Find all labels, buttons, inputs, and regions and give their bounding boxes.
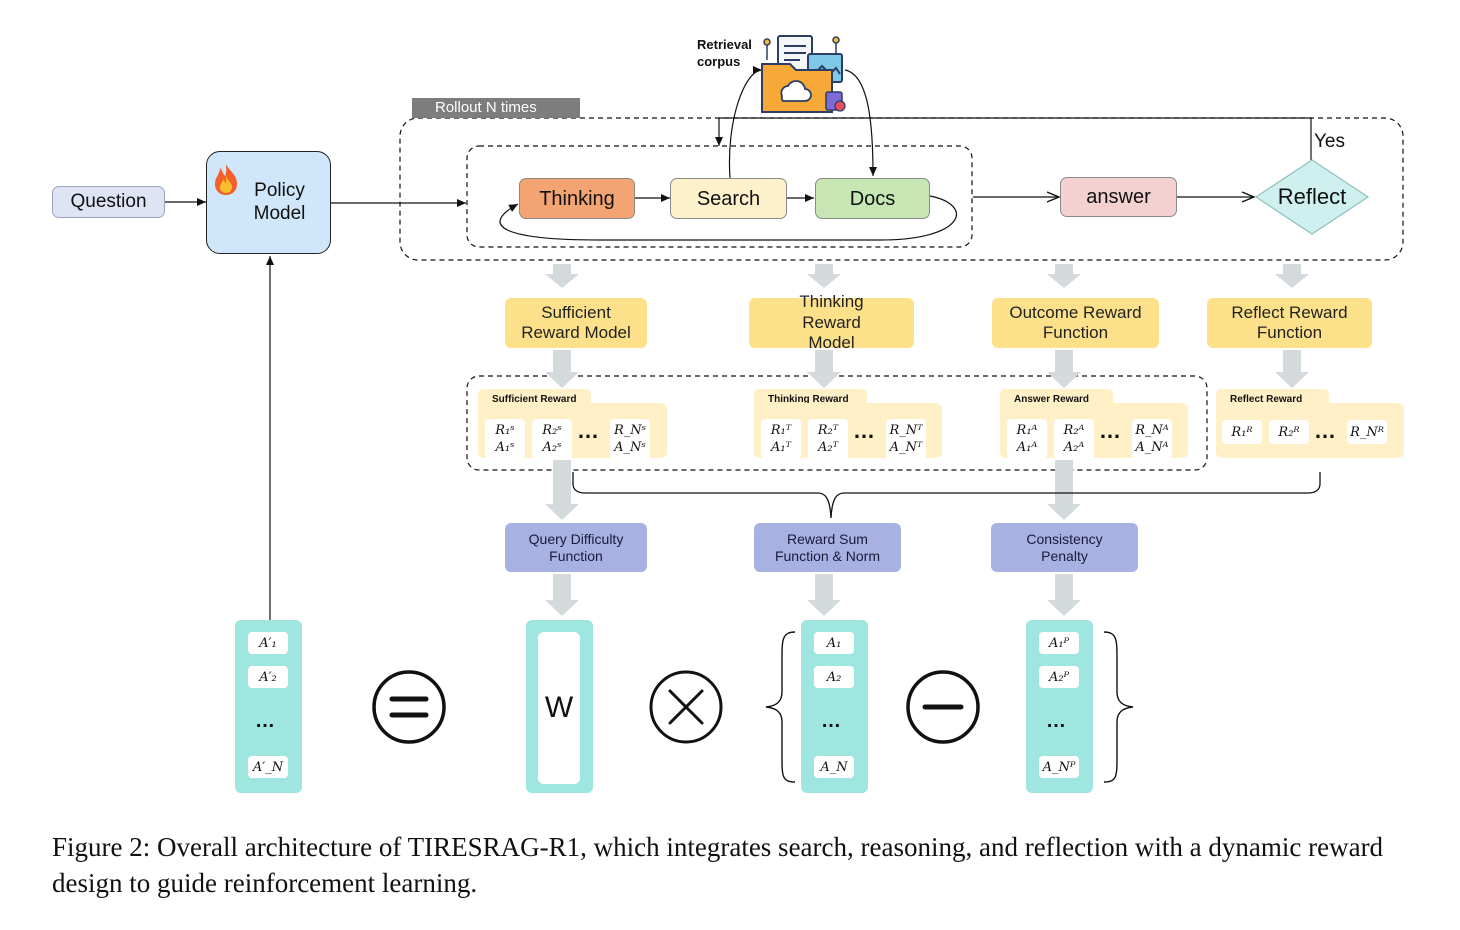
final-advantage-chip: A′₂ bbox=[248, 666, 288, 688]
rollout-frame bbox=[399, 117, 1404, 261]
retrieval-corpus-label: Retrieval corpus bbox=[697, 37, 752, 69]
reflect-diamond bbox=[1254, 159, 1370, 235]
question-node: Question bbox=[52, 186, 165, 218]
minus-symbol bbox=[906, 670, 980, 744]
ellipsis: … bbox=[255, 710, 275, 732]
fire-icon bbox=[211, 162, 241, 203]
reward-chip: R₂ᴿ bbox=[1269, 420, 1309, 444]
penalty-chip: A₁ᴾ bbox=[1039, 632, 1079, 654]
final-advantage-chip: A′₁ bbox=[248, 632, 288, 654]
retrieval-corpus-icon bbox=[761, 35, 846, 113]
thinking-node: Thinking bbox=[519, 178, 635, 219]
rollout-label: Rollout N times bbox=[412, 98, 580, 118]
equals-symbol bbox=[372, 670, 446, 744]
reward-chip: R_Nᴿ bbox=[1347, 420, 1387, 444]
figure-caption: Figure 2: Overall architecture of TIRESR… bbox=[52, 832, 1384, 898]
ellipsis: … bbox=[1314, 418, 1337, 443]
docs-node: Docs bbox=[815, 178, 930, 219]
advantage-chip: A₁ bbox=[814, 632, 854, 654]
penalty-chip: A_Nᴾ bbox=[1039, 756, 1079, 778]
thinking-reward-model: Thinking Reward Model bbox=[749, 292, 914, 352]
weight-box: W bbox=[538, 632, 580, 784]
advantage-chip: A₂ bbox=[814, 666, 854, 688]
penalty-chip: A₂ᴾ bbox=[1039, 666, 1079, 688]
multiply-symbol bbox=[649, 670, 723, 744]
reward-group-frame bbox=[466, 375, 1208, 471]
reward-sum-function: Reward Sum Function & Norm bbox=[754, 523, 901, 572]
outcome-reward-function: Outcome Reward Function bbox=[992, 298, 1159, 348]
reward-chip: R₁ᴿ bbox=[1222, 420, 1262, 444]
ellipsis: … bbox=[577, 418, 600, 443]
answer-node: answer bbox=[1060, 177, 1177, 217]
policy-model-label: Policy Model bbox=[253, 179, 306, 224]
ellipsis: … bbox=[853, 418, 876, 443]
ellipsis: … bbox=[821, 710, 841, 732]
yes-label: Yes bbox=[1314, 131, 1345, 152]
reflect-label: Reflect bbox=[1277, 183, 1347, 209]
advantage-chip: A_N bbox=[814, 756, 854, 778]
search-node: Search bbox=[670, 178, 787, 219]
sufficient-reward-model: Sufficient Reward Model bbox=[505, 298, 647, 348]
ellipsis: … bbox=[1046, 710, 1066, 732]
query-difficulty-function: Query Difficulty Function bbox=[505, 523, 647, 572]
policy-model-node: Policy Model bbox=[206, 151, 331, 254]
ellipsis: … bbox=[1099, 418, 1122, 443]
consistency-penalty: Consistency Penalty bbox=[991, 523, 1138, 572]
final-advantage-chip: A′_N bbox=[248, 756, 288, 778]
reflect-reward-function: Reflect Reward Function bbox=[1207, 298, 1372, 348]
